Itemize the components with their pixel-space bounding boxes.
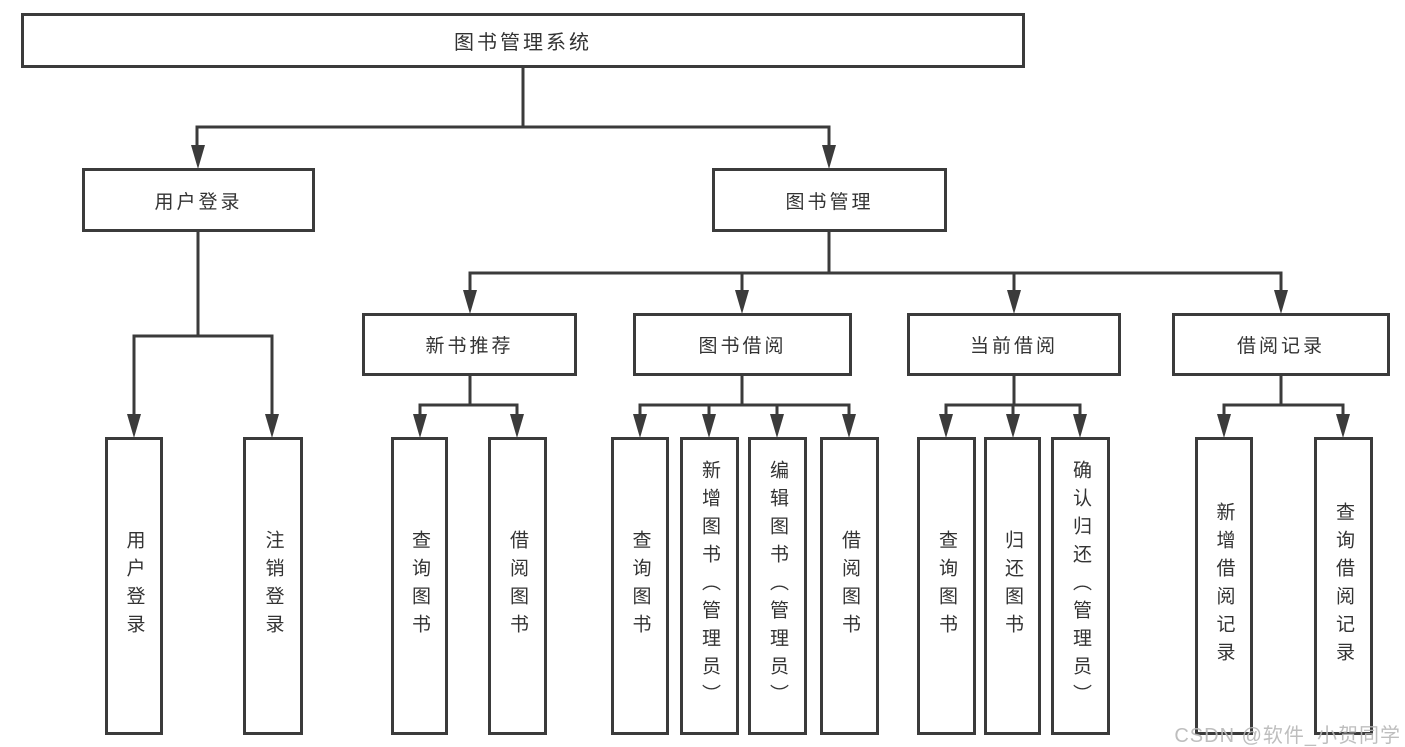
node-library-management-system: 图书管理系统 xyxy=(21,13,1025,68)
node-label: 查询图书 xyxy=(936,530,957,642)
leaf-add-book-admin: 新增图书（管理员） xyxy=(680,437,739,735)
node-label: 确认归还（管理员） xyxy=(1070,460,1091,712)
node-label: 借阅图书 xyxy=(839,530,860,642)
node-label: 图书管理系统 xyxy=(454,32,592,54)
node-book-borrowing: 图书借阅 xyxy=(633,313,852,376)
leaf-confirm-return-admin: 确认归还（管理员） xyxy=(1051,437,1110,735)
node-label: 编辑图书（管理员） xyxy=(767,460,788,712)
node-current-borrowing: 当前借阅 xyxy=(907,313,1121,376)
node-label: 当前借阅 xyxy=(969,336,1058,357)
node-label: 借阅记录 xyxy=(1236,336,1325,357)
node-label: 注销登录 xyxy=(262,530,284,642)
leaf-query-books-borrowing: 查询图书 xyxy=(611,437,669,735)
node-label: 归还图书 xyxy=(1002,530,1023,642)
leaf-return-book: 归还图书 xyxy=(984,437,1041,735)
leaf-query-books-current: 查询图书 xyxy=(917,437,976,735)
arrowhead-icons xyxy=(127,145,1350,438)
node-new-book-recommend: 新书推荐 xyxy=(362,313,577,376)
node-user-login: 用户登录 xyxy=(82,168,315,232)
leaf-edit-book-admin: 编辑图书（管理员） xyxy=(748,437,807,735)
node-label: 图书管理 xyxy=(785,191,874,213)
node-label: 用户登录 xyxy=(123,530,145,642)
node-label: 新增借阅记录 xyxy=(1213,502,1235,670)
node-borrowing-records: 借阅记录 xyxy=(1172,313,1390,376)
node-label: 图书借阅 xyxy=(698,336,787,357)
leaf-query-borrow-record: 查询借阅记录 xyxy=(1314,437,1373,735)
leaf-logout: 注销登录 xyxy=(243,437,303,735)
node-label: 借阅图书 xyxy=(507,530,528,642)
leaf-user-login: 用户登录 xyxy=(105,437,163,735)
node-label: 新书推荐 xyxy=(425,336,514,357)
node-label: 新增图书（管理员） xyxy=(699,460,720,712)
watermark: CSDN @软件_小贺同学 xyxy=(1174,725,1401,747)
node-book-management: 图书管理 xyxy=(712,168,947,232)
node-label: 查询图书 xyxy=(409,530,430,642)
node-label: 查询图书 xyxy=(629,530,651,642)
node-label: 用户登录 xyxy=(154,191,243,213)
leaf-borrow-books-borrowing: 借阅图书 xyxy=(820,437,879,735)
node-label: 查询借阅记录 xyxy=(1333,502,1354,670)
leaf-add-borrow-record: 新增借阅记录 xyxy=(1195,437,1253,735)
leaf-borrow-books-recommend: 借阅图书 xyxy=(488,437,547,735)
leaf-query-books-recommend: 查询图书 xyxy=(391,437,448,735)
